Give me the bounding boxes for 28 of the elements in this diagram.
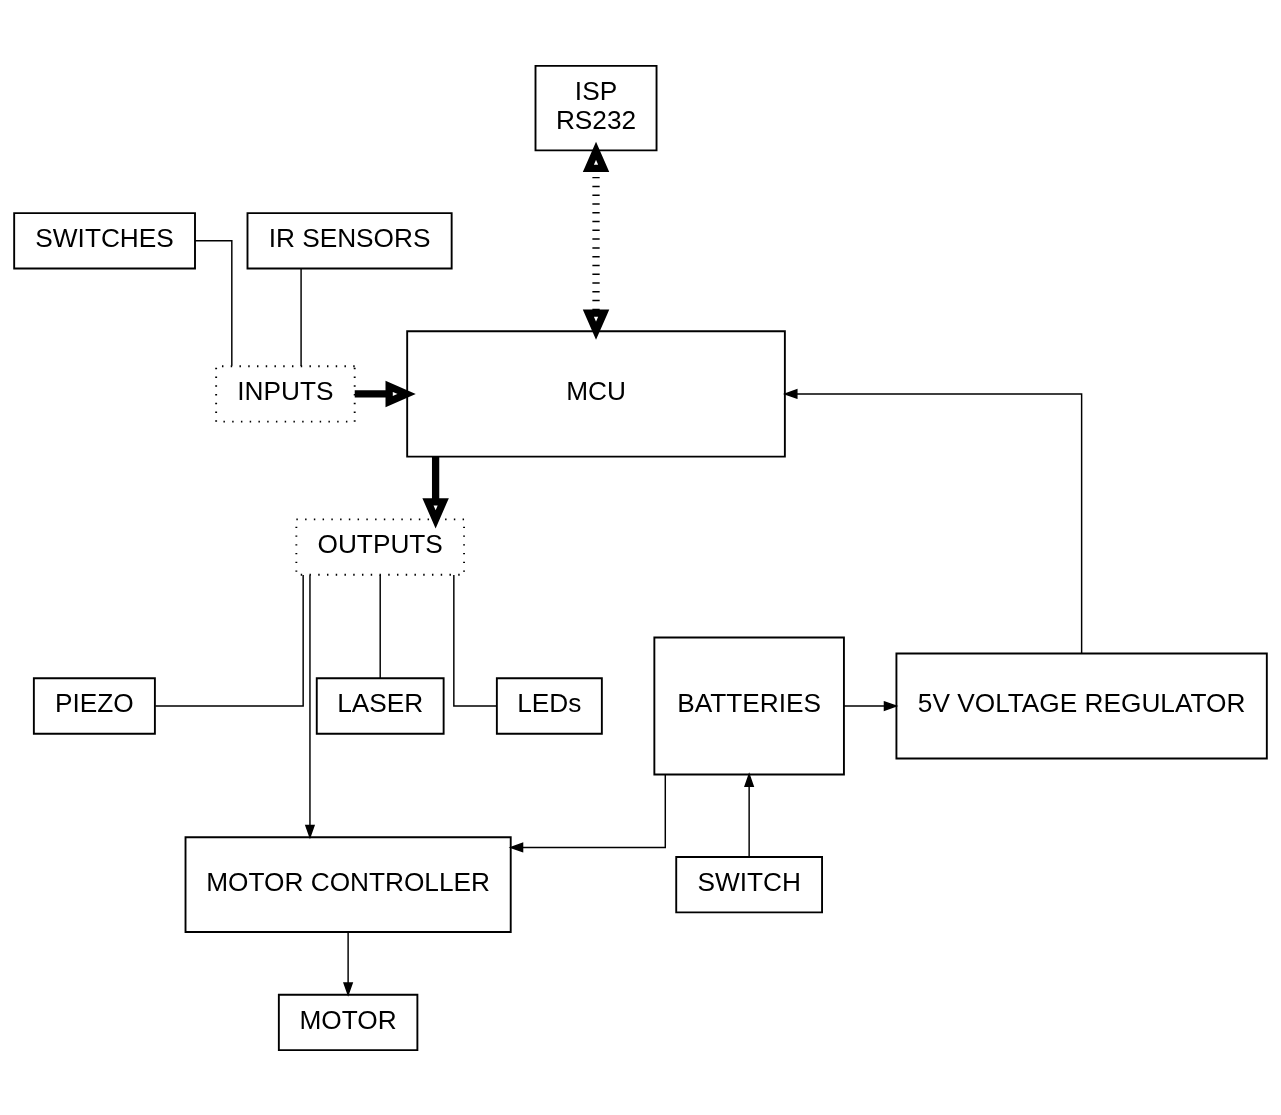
arrow xyxy=(843,700,899,711)
arrow xyxy=(782,388,1083,654)
arrow xyxy=(304,574,316,839)
node-box: INPUTS xyxy=(215,364,356,423)
arrow xyxy=(744,771,755,857)
arrow xyxy=(582,141,610,340)
connector xyxy=(154,573,304,707)
node-box: ISP RS232 xyxy=(534,64,658,151)
node-box: MOTOR xyxy=(277,993,419,1051)
arrow xyxy=(508,773,666,853)
node-box: OUTPUTS xyxy=(295,517,465,576)
node-box: MOTOR CONTROLLER xyxy=(184,835,512,933)
connector xyxy=(300,267,302,367)
node-box: 5V VOLTAGE REGULATOR xyxy=(895,652,1268,759)
node-box: MCU xyxy=(406,329,786,458)
node-box: IR SENSORS xyxy=(246,211,453,269)
node-box: PIEZO xyxy=(32,676,156,735)
node-box: BATTERIES xyxy=(653,636,845,775)
node-box: SWITCHES xyxy=(13,211,196,269)
arrow xyxy=(422,456,449,528)
node-box: SWITCH xyxy=(675,855,823,913)
arrow xyxy=(354,380,416,407)
connector xyxy=(453,573,498,707)
node-box: LASER xyxy=(315,676,445,735)
arrow xyxy=(343,930,354,997)
node-box: LEDs xyxy=(495,676,603,735)
connector xyxy=(194,239,233,367)
connector xyxy=(379,573,381,679)
